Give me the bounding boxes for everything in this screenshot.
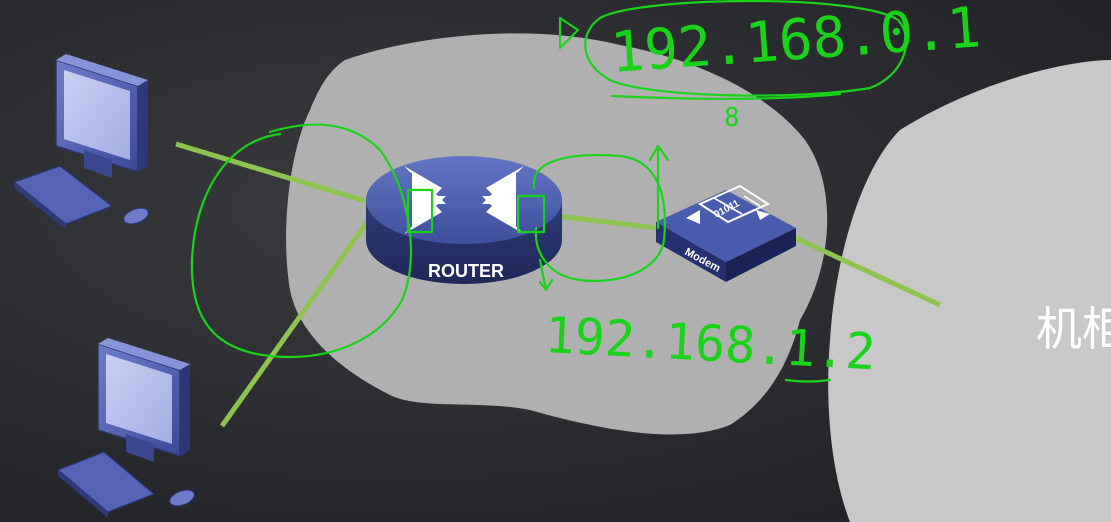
ip-top-underline — [610, 92, 842, 100]
ip-top-note: 8 — [724, 103, 740, 133]
modem-front — [656, 222, 726, 282]
ip-top-oval — [584, 0, 908, 97]
monitor-stand — [84, 150, 112, 178]
monitor-top — [56, 54, 148, 86]
router[interactable]: ROUTER — [366, 156, 562, 284]
monitor-side — [180, 364, 190, 456]
computer-2[interactable] — [56, 338, 197, 518]
ip-top-marker — [558, 16, 580, 50]
circle-pc-links — [190, 123, 412, 358]
keyboard — [56, 451, 156, 513]
modem[interactable]: 01011 Modem — [656, 184, 796, 282]
monitor-screen — [106, 354, 172, 444]
monitor-screen — [64, 70, 130, 160]
router-top — [366, 156, 562, 244]
arrow-down — [538, 258, 554, 292]
circle-router-port — [532, 153, 667, 282]
ip-bottom-underline — [784, 378, 832, 383]
router-label: ROUTER — [428, 261, 504, 281]
modem-side — [726, 228, 796, 282]
keyboard-edge — [14, 182, 66, 230]
port-box-right — [516, 194, 546, 234]
port-box-left — [406, 188, 434, 234]
remote-cloud — [828, 60, 1111, 522]
monitor-top — [98, 338, 190, 370]
arrow-up — [648, 144, 670, 230]
link-pc2-router — [219, 216, 373, 428]
mouse — [122, 207, 150, 225]
link-modem-internet — [768, 223, 942, 308]
ip-top-label: 192.168.0.1 — [608, 0, 983, 86]
monitor-side — [138, 80, 148, 172]
monitor-stand — [126, 434, 154, 462]
computer-1[interactable] — [12, 54, 151, 230]
cloud-label: 机柜 — [1036, 302, 1111, 356]
modem-top — [656, 190, 796, 262]
mouse — [168, 489, 196, 507]
modem-screen-icon — [686, 184, 771, 224]
router-arrows-icon — [404, 166, 524, 234]
keyboard-edge — [58, 470, 108, 518]
